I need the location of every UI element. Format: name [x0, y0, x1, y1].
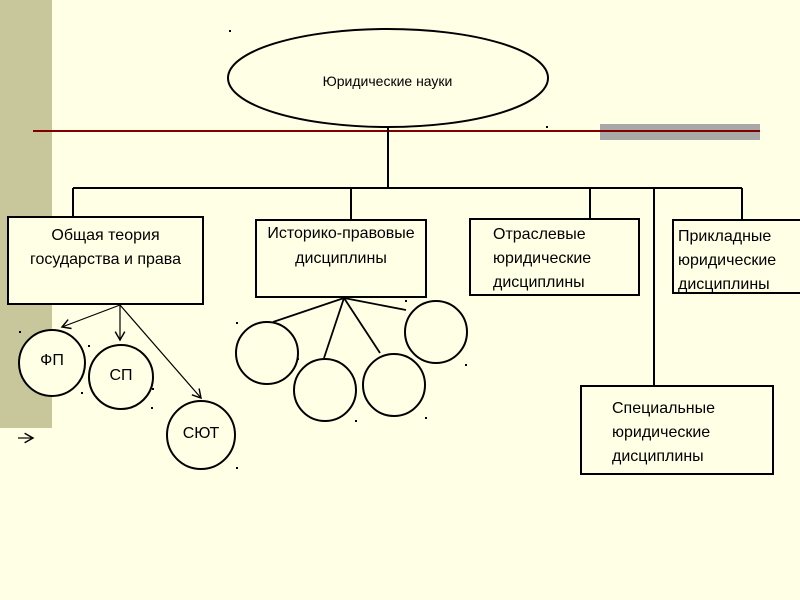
dot — [19, 331, 21, 333]
dot — [151, 407, 153, 409]
dot — [546, 126, 548, 128]
special-legal-box: Специальные юридические дисциплины — [580, 385, 774, 475]
dot — [425, 417, 427, 419]
circle-hist-1 — [235, 321, 299, 385]
dot — [229, 30, 231, 32]
dot — [405, 300, 407, 302]
historical-legal-box: Историко-правовые дисциплины — [255, 219, 427, 298]
circle-hist-2 — [293, 358, 357, 422]
dot — [465, 364, 467, 366]
general-theory-box: Общая теория государства и права — [7, 216, 204, 305]
dot — [355, 420, 357, 422]
circle-fp — [18, 329, 86, 397]
dot — [297, 358, 299, 360]
branch-legal-box: Отраслевые юридические дисциплины — [469, 218, 640, 296]
dot — [152, 388, 154, 390]
circle-fp-label: ФП — [40, 352, 64, 369]
dot — [81, 392, 83, 394]
applied-legal-box: Прикладные юридические дисциплины — [672, 219, 800, 294]
dot — [236, 467, 238, 469]
circle-sp-label: СП — [109, 367, 133, 384]
circle-syut — [166, 400, 236, 470]
circle-syut-label: СЮТ — [182, 425, 220, 442]
circle-hist-3 — [362, 353, 426, 417]
circle-hist-4 — [404, 300, 468, 364]
root-label: Юридические науки — [322, 73, 453, 89]
circle-sp — [88, 344, 154, 410]
dot — [236, 322, 238, 324]
dot — [88, 345, 90, 347]
